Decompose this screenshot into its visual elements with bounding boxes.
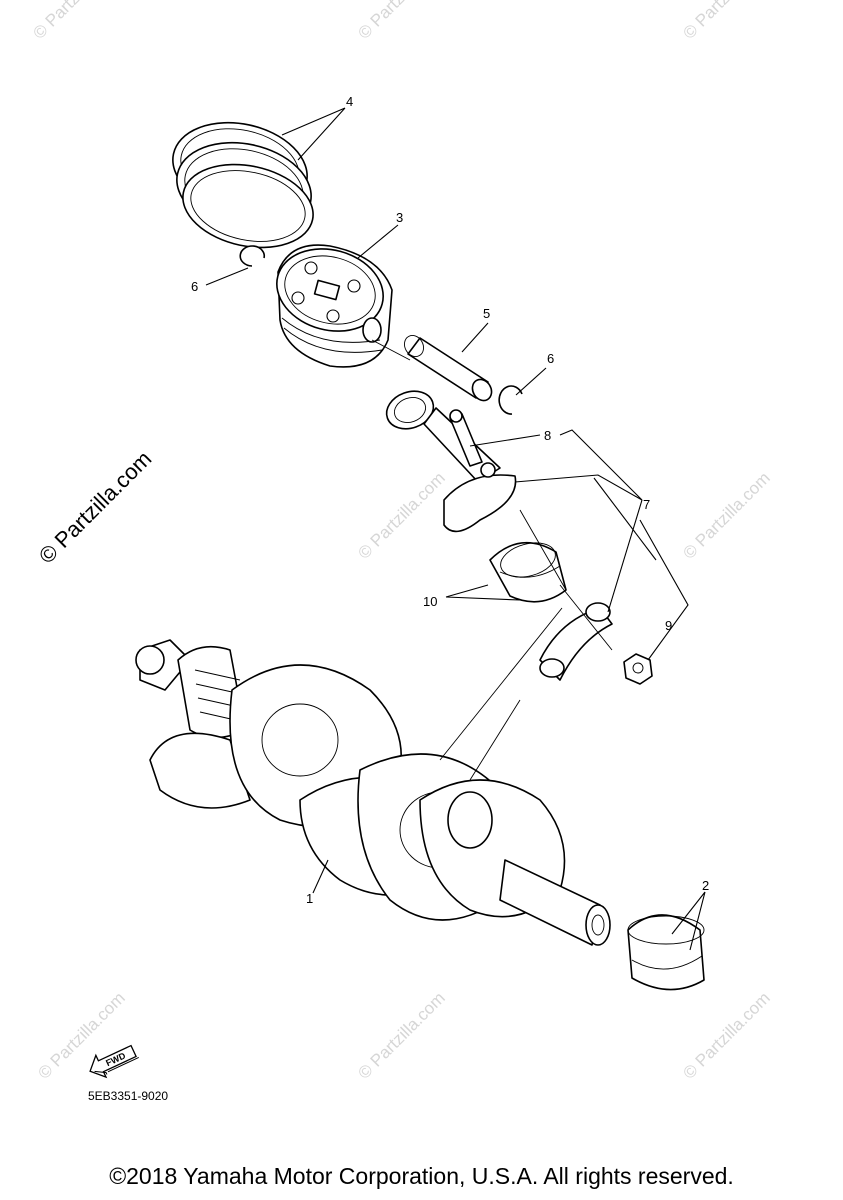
callout-1: 1 xyxy=(306,891,313,906)
leader-lines xyxy=(205,107,706,951)
callout-7: 7 xyxy=(643,497,650,512)
piston-part xyxy=(276,244,393,368)
watermark: © Partzilla.com xyxy=(29,0,123,43)
callout-8: 8 xyxy=(544,428,551,443)
callout-6-left: 6 xyxy=(191,279,198,294)
fwd-arrow-icon: FWD xyxy=(89,1044,139,1079)
piston-rings-part xyxy=(172,121,314,249)
callout-6-right: 6 xyxy=(547,351,554,366)
diagram-code: 5EB3351-9020 xyxy=(88,1089,168,1103)
callout-5: 5 xyxy=(483,306,490,321)
callout-9: 9 xyxy=(665,618,672,633)
callout-2: 2 xyxy=(702,878,709,893)
rod-cap-part xyxy=(539,602,613,681)
watermark: © Partzilla.com xyxy=(354,0,448,43)
connecting-rod-part xyxy=(385,390,517,533)
watermark-main: © Partzilla.com xyxy=(34,446,157,569)
copyright-notice: ©2018 Yamaha Motor Corporation, U.S.A. A… xyxy=(109,1163,734,1189)
nut-part xyxy=(623,653,653,685)
circlip-parts xyxy=(239,245,523,415)
piston-pin-part xyxy=(404,335,493,402)
watermark: © Partzilla.com xyxy=(679,468,773,562)
callout-10: 10 xyxy=(423,594,437,609)
callout-3: 3 xyxy=(396,210,403,225)
watermark: © Partzilla.com xyxy=(679,988,773,1082)
callout-4: 4 xyxy=(346,94,353,109)
callouts: 1 2 3 4 5 6 6 7 8 9 10 xyxy=(191,94,709,906)
watermark: © Partzilla.com xyxy=(354,468,448,562)
watermark: © Partzilla.com xyxy=(679,0,773,43)
crankshaft-part xyxy=(135,639,611,946)
main-bearing-part xyxy=(627,914,705,991)
watermark: © Partzilla.com xyxy=(354,988,448,1082)
